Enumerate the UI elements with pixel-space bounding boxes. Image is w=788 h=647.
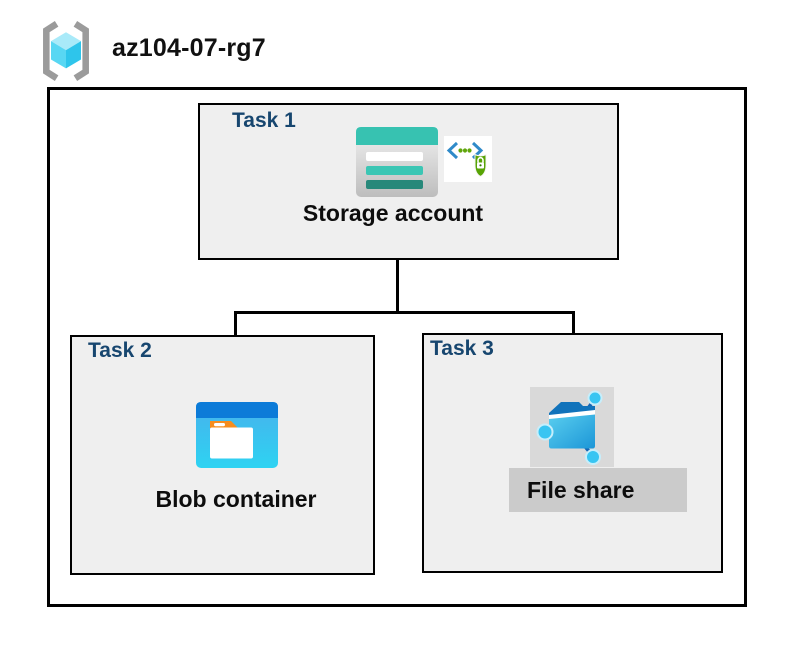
task2-label: Task 2 bbox=[88, 339, 152, 362]
task1-label: Task 1 bbox=[232, 109, 296, 132]
task3-label: Task 3 bbox=[430, 337, 494, 360]
file-share-icon bbox=[536, 390, 603, 465]
storage-account-label: Storage account bbox=[302, 200, 484, 226]
connector-branch-horizontal bbox=[234, 311, 575, 314]
file-share-label: File share bbox=[527, 477, 635, 503]
blob-container-label: Blob container bbox=[155, 486, 317, 512]
connector-storage-stem bbox=[396, 234, 399, 314]
file-share-label-band: File share bbox=[509, 468, 687, 512]
resource-group-title: az104-07-rg7 bbox=[112, 34, 266, 62]
storage-account-icon bbox=[356, 127, 438, 197]
blob-container-icon bbox=[196, 402, 278, 468]
sas-security-icon bbox=[444, 136, 492, 182]
azure-resource-group-icon bbox=[43, 21, 89, 81]
